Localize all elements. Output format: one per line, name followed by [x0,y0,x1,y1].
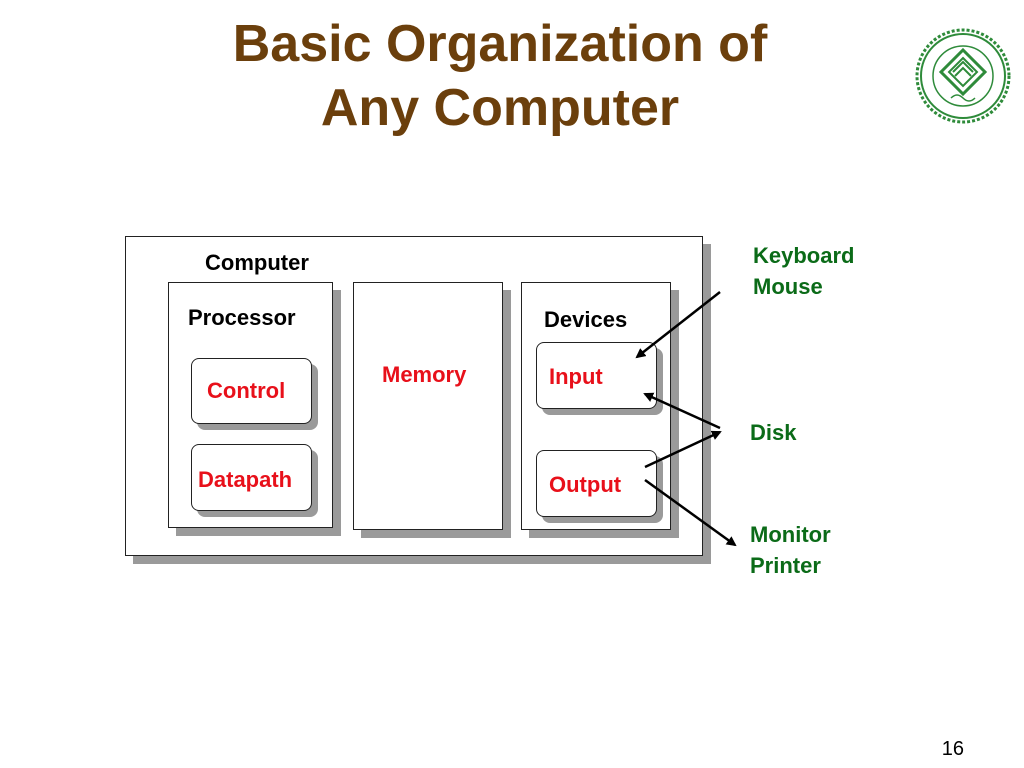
keyboard-label: Keyboard [753,243,855,268]
control-box [191,358,312,424]
title-line-2: Any Computer [320,79,680,137]
datapath-label: Datapath [198,467,293,492]
university-seal-icon [915,28,1011,124]
output-box [536,450,657,517]
datapath-box [191,444,312,511]
disk-label: Disk [750,420,797,445]
printer-label: Printer [750,553,821,578]
control-label: Control [207,378,286,403]
input-label: Input [549,364,603,389]
memory-box [353,282,503,530]
slide-title: Basic Organization of Any Computer [150,12,850,140]
processor-label: Processor [188,305,296,330]
mouse-label: Mouse [753,274,823,299]
devices-label: Devices [544,307,628,332]
output-label: Output [549,472,622,497]
monitor-label: Monitor [750,522,831,547]
computer-label: Computer [205,250,309,275]
title-line-1: Basic Organization of [232,15,768,73]
memory-label: Memory [382,362,467,387]
page-number: 16 [941,738,964,760]
